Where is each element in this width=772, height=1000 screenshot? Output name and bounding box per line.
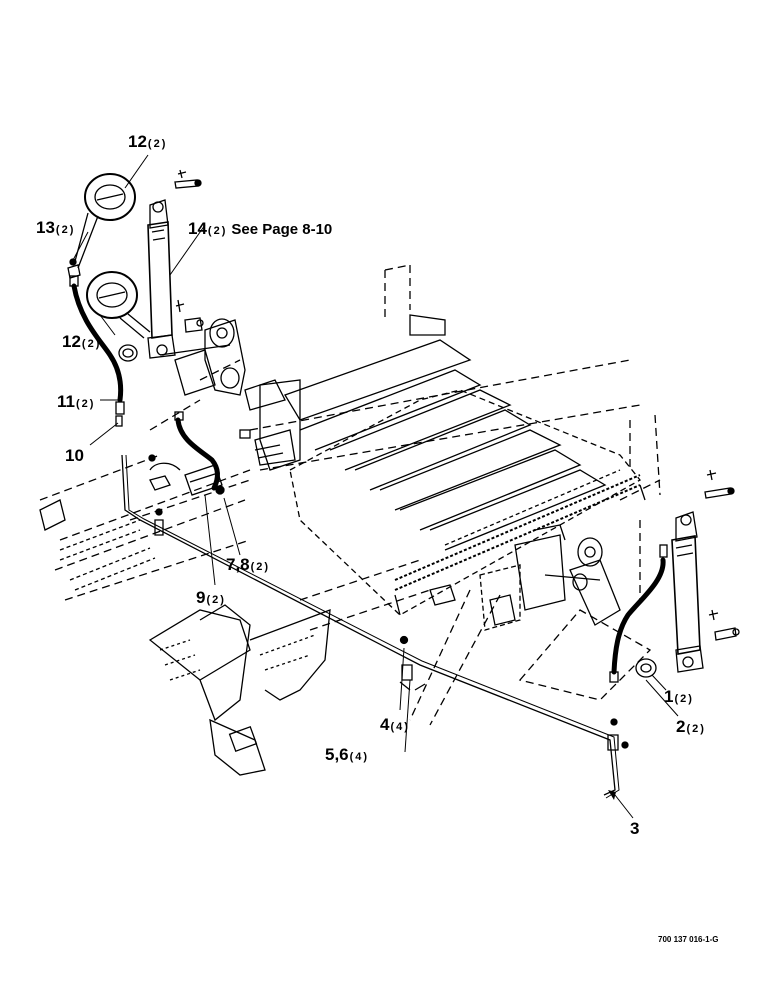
left-cylinder (147, 169, 204, 359)
callout-3: 3 (630, 820, 640, 837)
callout-number: 13 (36, 218, 55, 237)
callout-qty: (2) (207, 225, 228, 237)
tube (121, 454, 620, 799)
elbow-13 (67, 258, 81, 279)
leader-lines (71, 154, 679, 819)
callout-number: 12 (62, 332, 81, 351)
callout-7-8: 7,8(2) (226, 556, 270, 573)
callout-qty: (4) (390, 721, 410, 733)
coupler-block (148, 454, 225, 496)
frame-outline (39, 264, 661, 726)
callout-number: 10 (65, 446, 84, 465)
figure-code: 700 137 016-1-G (658, 935, 719, 944)
callout-number: 1 (664, 687, 674, 706)
callout-number: 7,8 (226, 555, 250, 574)
callout-number: 9 (196, 588, 206, 607)
callout-qty: (2) (55, 224, 76, 236)
callout-qty: (2) (147, 138, 168, 150)
clips (154, 508, 629, 751)
callout-14: 14(2)See Page 8-10 (188, 220, 332, 237)
callout-number: 4 (380, 715, 390, 734)
right-bracket (429, 524, 621, 631)
hoses (71, 283, 666, 675)
callout-qty: (2) (674, 693, 694, 705)
right-cylinder (671, 469, 740, 673)
callout-13: 13(2) (36, 219, 75, 236)
callout-qty: (2) (75, 398, 96, 410)
callout-number: 2 (676, 717, 686, 736)
hose-fittings (69, 275, 668, 683)
callout-qty: (4) (349, 751, 370, 763)
detail-circle-lower (86, 271, 138, 319)
nut-left (118, 344, 138, 362)
callout-2: 2(2) (676, 718, 706, 735)
arrow-3 (608, 790, 616, 800)
callout-number: 11 (57, 392, 75, 411)
callout-note: See Page 8-10 (231, 221, 333, 238)
bed-floor (259, 314, 646, 616)
callout-qty: (2) (250, 561, 271, 573)
callout-qty: (2) (686, 723, 706, 735)
callout-number: 12 (128, 132, 147, 151)
callout-qty: (2) (81, 338, 102, 350)
detail-circle-upper (84, 173, 136, 221)
callout-1: 1(2) (664, 688, 694, 705)
detail-leader-lower (119, 313, 151, 339)
nut-right (635, 658, 657, 678)
callout-12-lower: 12(2) (62, 333, 101, 350)
callout-9: 9(2) (196, 589, 226, 606)
callout-4: 4(4) (380, 716, 410, 733)
callout-qty: (2) (206, 594, 226, 606)
detail-leader-upper (73, 212, 99, 269)
callout-12-upper: 12(2) (128, 133, 167, 150)
callout-number: 5,6 (325, 745, 349, 764)
callout-number: 3 (630, 819, 640, 838)
left-pivot (159, 318, 296, 466)
left-frame (39, 499, 331, 776)
callout-10: 10 (65, 447, 85, 464)
callout-5-6: 5,6(4) (325, 746, 369, 763)
callout-number: 14 (188, 219, 207, 238)
callout-11: 11(2) (57, 393, 95, 410)
